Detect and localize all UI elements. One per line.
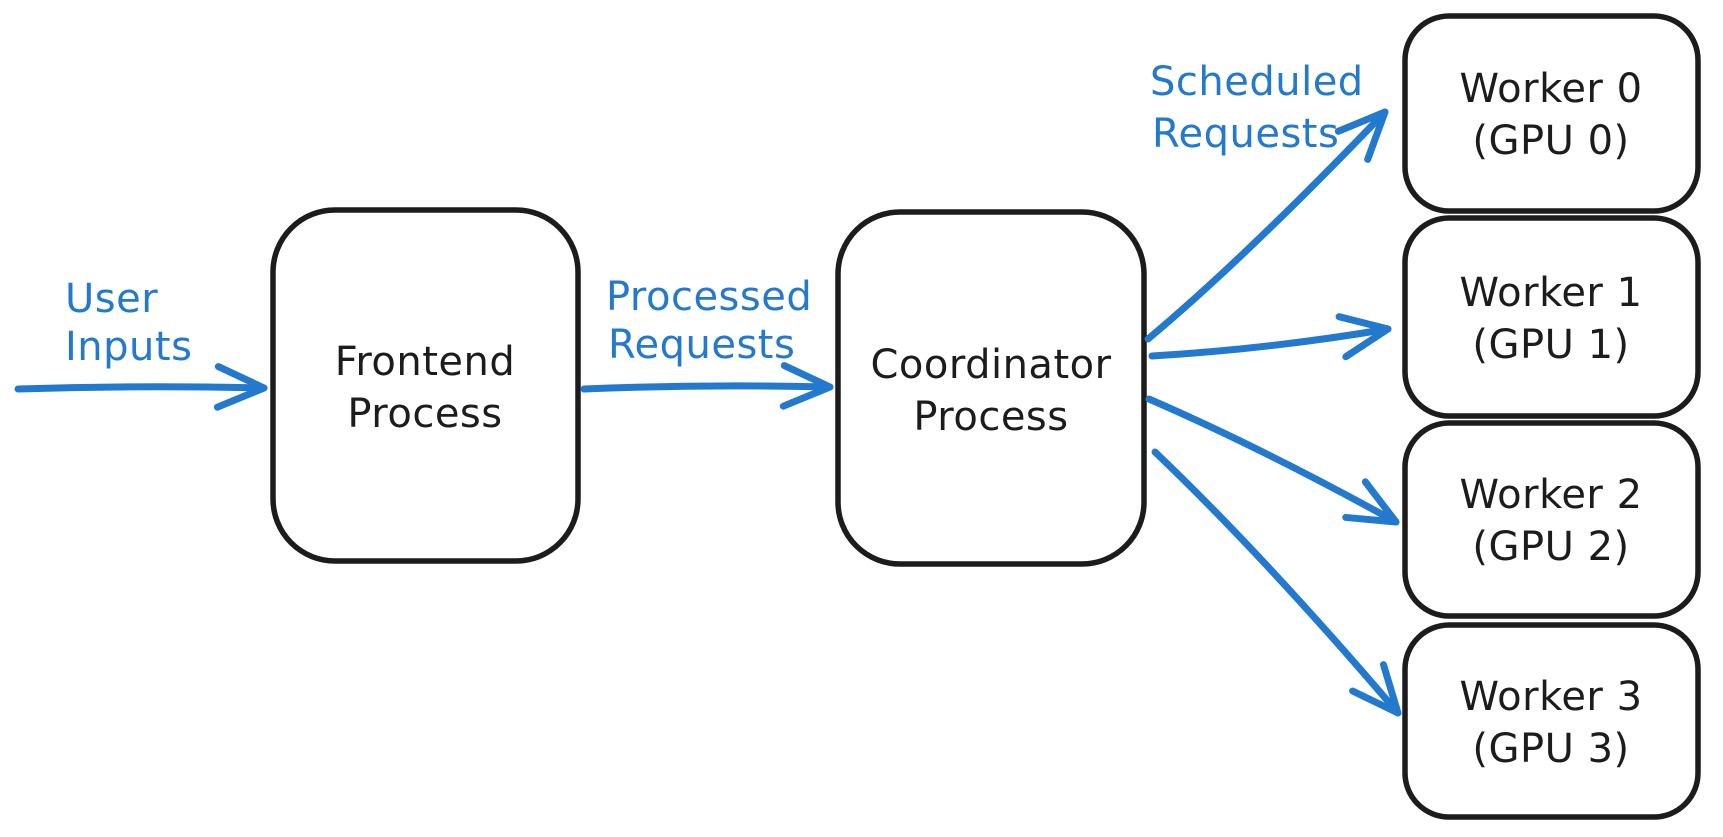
worker-2-name: Worker 2 bbox=[1459, 472, 1642, 518]
worker-3-box bbox=[1402, 622, 1701, 820]
worker-2-box bbox=[1402, 420, 1701, 619]
processed-requests-label-line2: Requests bbox=[608, 322, 795, 368]
scheduled-arrow-worker-1 bbox=[1148, 313, 1392, 361]
scheduled-requests-label-line2: Requests bbox=[1152, 111, 1339, 157]
worker-2-gpu: (GPU 2) bbox=[1472, 524, 1629, 570]
worker-1-name: Worker 1 bbox=[1459, 270, 1642, 316]
arrows-layer bbox=[14, 108, 1402, 717]
worker-0-box bbox=[1402, 13, 1701, 214]
processed-requests-label-line1: Processed bbox=[606, 274, 812, 320]
scheduled-arrow-worker-2 bbox=[1145, 395, 1400, 526]
frontend-process-label-line1: Frontend bbox=[335, 339, 516, 385]
worker-0-gpu: (GPU 0) bbox=[1472, 118, 1629, 164]
coordinator-process-label-line1: Coordinator bbox=[870, 342, 1111, 388]
frontend-process-label-line2: Process bbox=[347, 391, 502, 437]
coordinator-process-box bbox=[835, 209, 1147, 567]
scheduled-arrow-worker-3 bbox=[1151, 448, 1402, 717]
labels-layer: User Inputs Processed Requests Scheduled… bbox=[65, 59, 1364, 370]
coordinator-process-label-line2: Process bbox=[913, 394, 1068, 440]
processed-requests-arrow bbox=[580, 362, 834, 410]
worker-0-name: Worker 0 bbox=[1459, 66, 1642, 112]
worker-1-gpu: (GPU 1) bbox=[1472, 322, 1629, 368]
worker-3-gpu: (GPU 3) bbox=[1472, 726, 1629, 772]
user-inputs-label-line2: Inputs bbox=[65, 324, 192, 370]
worker-1-box bbox=[1402, 215, 1701, 419]
user-inputs-arrow bbox=[14, 363, 268, 411]
nodes-layer: Frontend Process Coordinator Process Wor… bbox=[270, 13, 1701, 820]
scheduled-requests-label-line1: Scheduled bbox=[1150, 59, 1364, 105]
scheduled-arrow-worker-0 bbox=[1144, 108, 1389, 343]
user-inputs-label-line1: User bbox=[65, 276, 158, 322]
frontend-process-box bbox=[270, 207, 581, 564]
worker-3-name: Worker 3 bbox=[1459, 674, 1642, 720]
